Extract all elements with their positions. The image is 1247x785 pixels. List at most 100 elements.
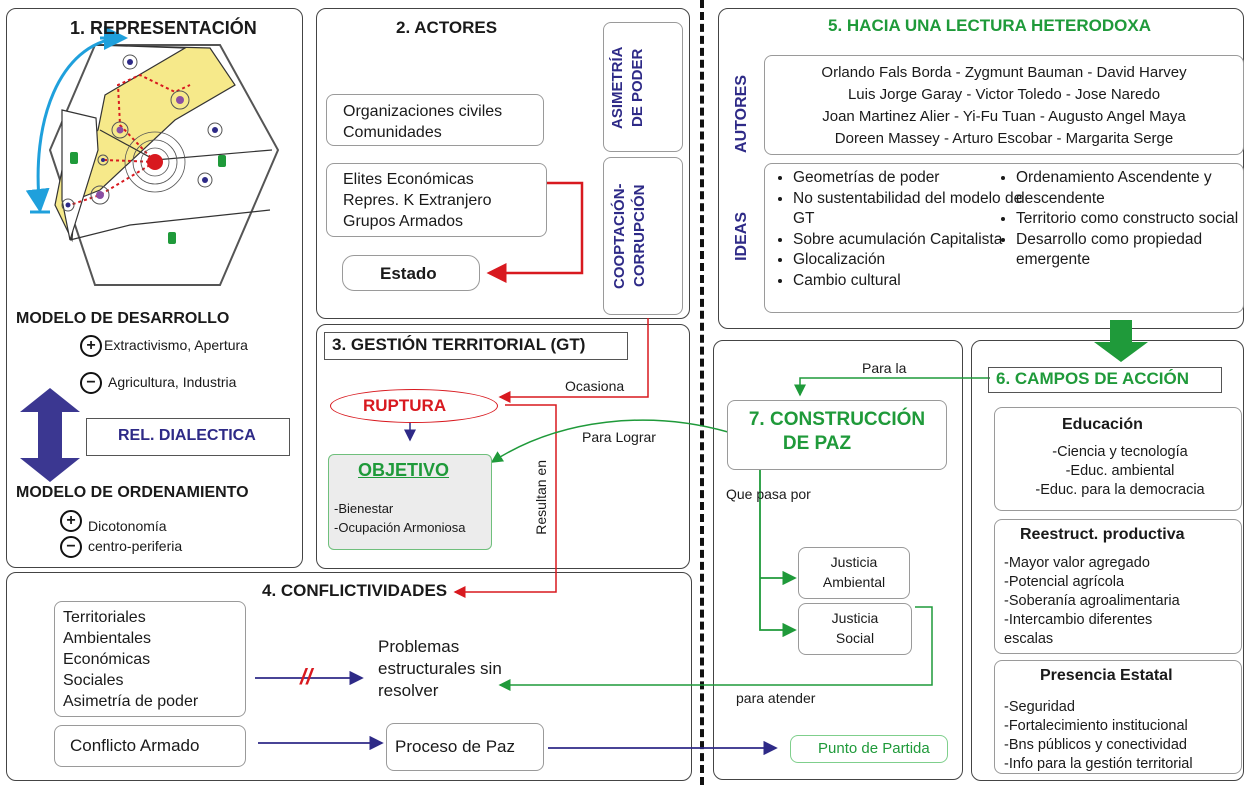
asimetria-line-1: ASIMETRÍA	[609, 46, 626, 129]
ideas-label: IDEAS	[733, 212, 750, 261]
ordenamiento-line-2: centro-periferia	[88, 538, 183, 554]
minus-icon: −	[60, 536, 82, 558]
ideas-box	[764, 163, 1244, 313]
autores-line: Orlando Fals Borda - Zygmunt Bauman - Da…	[821, 64, 1187, 81]
para-lograr-label: Para Lograr	[582, 429, 656, 445]
hexagon-map-icon	[25, 26, 280, 286]
reestruct-item: -Mayor valor agregado	[1004, 555, 1150, 571]
cooptacion-line-1: COOPTACIÓN-	[611, 183, 628, 289]
justicia-social-line-1: Justicia	[831, 610, 879, 626]
objetivo-box	[328, 454, 492, 550]
reestruct-item: escalas	[1004, 631, 1054, 647]
para-atender-label: para atender	[736, 690, 816, 706]
autores-box: Orlando Fals Borda - Zygmunt Bauman - Da…	[764, 55, 1244, 155]
asimetria-label: ASIMETRÍA DE PODER	[608, 30, 648, 145]
presencia-box	[994, 660, 1242, 774]
ordenamiento-text: Dicotonomía centro-periferia	[88, 516, 182, 556]
problemas-line-2: estructurales sin	[378, 659, 502, 678]
autores-label: AUTORES	[733, 75, 750, 153]
objetivo-label: OBJETIVO	[358, 460, 450, 480]
tipo-item: Sociales	[63, 672, 124, 689]
problemas-line-3: resolver	[378, 681, 439, 700]
que-pasa-por-label: Que pasa por	[726, 486, 811, 502]
presencia-item: -Info para la gestión territorial	[1004, 756, 1193, 772]
plus-icon: +	[80, 335, 102, 357]
break-mark: //	[300, 664, 313, 689]
idea-item: Territorio como constructo social	[1016, 209, 1247, 230]
cooptacion-box	[603, 157, 683, 315]
proceso-box	[386, 723, 544, 771]
educacion-item: -Educ. para la democracia	[1035, 482, 1205, 498]
ideas-left-list: Geometrías de poder No sustentabilidad d…	[775, 168, 1023, 291]
minus-item: Agricultura, Industria	[108, 374, 237, 390]
resultan-en-label: Resultan en	[533, 460, 549, 535]
estado-box	[342, 255, 480, 291]
justicia-social-box: Justicia Social	[798, 603, 912, 655]
tipo-item: Ambientales	[63, 630, 152, 647]
autores-line: Joan Martinez Alier - Yi-Fu Tuan - Augus…	[822, 108, 1186, 125]
punto-label: Punto de Partida	[818, 740, 930, 757]
title-representacion: 1. REPRESENTACIÓN	[70, 18, 257, 38]
divider-dashed	[700, 0, 704, 785]
ocasiona-label: Ocasiona	[565, 378, 625, 394]
estado-label: Estado	[380, 264, 437, 283]
title-campos-accion: 6. CAMPOS DE ACCIÓN	[996, 369, 1190, 388]
educacion-item: -Ciencia y tecnología	[1052, 444, 1188, 460]
objetivo-item: -Ocupación Armoniosa	[334, 520, 466, 535]
elites-box: Elites Económicas Repres. K Extranjero G…	[326, 163, 547, 237]
idea-item: Cambio cultural	[793, 271, 1023, 292]
presencia-title: Presencia Estatal	[1040, 667, 1173, 684]
modelo-ordenamiento-label: MODELO DE ORDENAMIENTO	[16, 484, 249, 501]
construccion-line-1: 7. CONSTRUCCIÓN	[748, 409, 926, 430]
cooptacion-label: COOPTACIÓN- CORRUPCIÓN	[610, 166, 650, 306]
reestruct-title: Reestruct. productiva	[1020, 526, 1185, 543]
ordenamiento-line-1: Dicotonomía	[88, 518, 167, 534]
plus-icon: +	[60, 510, 82, 532]
educacion-items: -Ciencia y tecnología -Educ. ambiental -…	[1010, 443, 1230, 500]
campos-title-box	[988, 367, 1222, 393]
presencia-item: -Bns públicos y conectividad	[1004, 737, 1187, 753]
ruptura-label: RUPTURA	[363, 396, 447, 415]
double-arrow-icon	[20, 388, 80, 482]
reestruct-items: -Mayor valor agregado -Potencial agrícol…	[1004, 554, 1180, 649]
construccion-box	[727, 400, 947, 470]
cooptacion-line-2: CORRUPCIÓN	[631, 184, 648, 288]
ideas-right-list: Ordenamiento Ascendente y descendente Te…	[998, 168, 1247, 271]
elites-line-1: Elites Económicas	[343, 171, 474, 188]
idea-item: Geometrías de poder	[793, 168, 1023, 189]
educacion-box	[994, 407, 1242, 511]
gestion-title-box	[324, 332, 628, 360]
modelo-desarrollo-label: MODELO DE DESARROLLO	[16, 310, 230, 327]
proceso-label: Proceso de Paz	[395, 737, 516, 756]
idea-item: No sustentabilidad del modelo de GT	[793, 189, 1023, 230]
asimetria-box	[603, 22, 683, 152]
tipo-item: Asimetría de poder	[63, 693, 199, 710]
problemas-text: Problemas estructurales sin resolver	[378, 636, 502, 702]
idea-item: Glocalización	[793, 250, 1023, 271]
idea-item: Ordenamiento Ascendente y descendente	[1016, 168, 1247, 209]
minus-icon: −	[80, 372, 102, 394]
plus-item: Extractivismo, Apertura	[104, 337, 248, 353]
punto-box	[790, 735, 948, 763]
presencia-items: -Seguridad -Fortalecimiento instituciona…	[1004, 698, 1193, 774]
justicia-ambiental-box: Justicia Ambiental	[798, 547, 910, 599]
autores-line: Luis Jorge Garay - Victor Toledo - Jose …	[847, 86, 1161, 103]
civiles-line-1: Organizaciones civiles	[343, 103, 503, 120]
tipo-item: Económicas	[63, 651, 151, 668]
justicia-social-line-2: Social	[835, 630, 875, 646]
title-lectura-heterodoxa: 5. HACIA UNA LECTURA HETERODOXA	[828, 16, 1152, 35]
asimetria-line-2: DE PODER	[629, 48, 646, 127]
reestruct-item: -Potencial agrícola	[1004, 574, 1125, 590]
educacion-item: -Educ. ambiental	[1065, 463, 1175, 479]
reestruct-box	[994, 519, 1242, 654]
objetivo-items: -Bienestar -Ocupación Armoniosa	[334, 499, 466, 537]
idea-item: Sobre acumulación Capitalista	[793, 230, 1023, 251]
autores-line: Doreen Massey - Arturo Escobar - Margari…	[834, 130, 1174, 147]
title-conflictividades: 4. CONFLICTIVIDADES	[262, 581, 448, 600]
presencia-item: -Fortalecimiento institucional	[1004, 718, 1188, 734]
construccion-title: 7. CONSTRUCCIÓN DE PAZ	[742, 408, 932, 456]
conflicto-box	[54, 725, 246, 767]
reestruct-item: -Soberanía agroalimentaria	[1004, 593, 1180, 609]
justicia-ambiental-line-1: Justicia	[830, 554, 878, 570]
